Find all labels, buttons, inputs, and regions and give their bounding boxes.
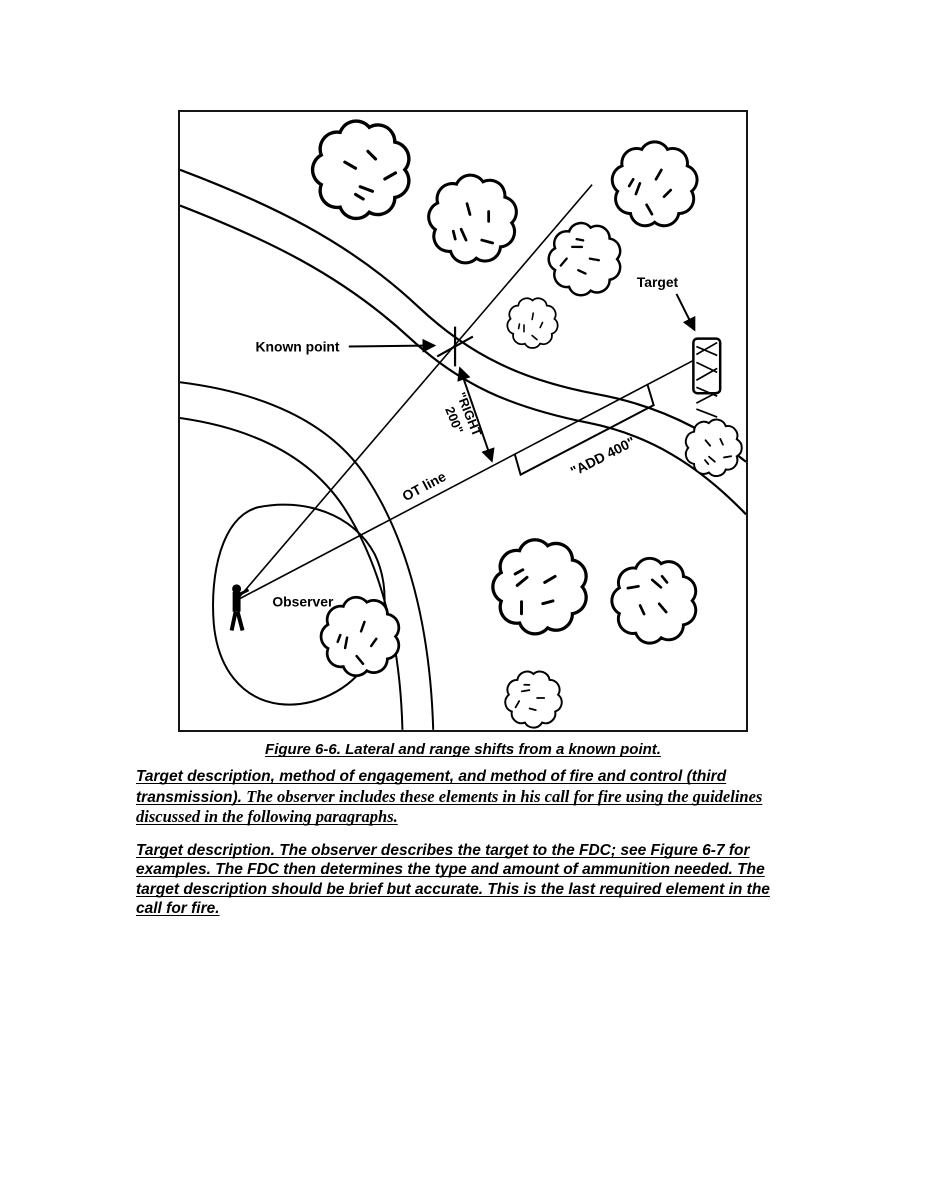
add-400-bracket [513, 384, 655, 477]
observer-target-ot-line [239, 359, 694, 600]
ot-line-label: OT line [399, 468, 448, 504]
tree [494, 659, 574, 730]
target-arrow [675, 293, 696, 332]
known-point-arrow [348, 338, 437, 353]
diagram-svg: Known point Target Observer OT line "RIG… [180, 119, 746, 730]
observer-label: Observer [272, 594, 334, 610]
stream-line-inner [180, 417, 404, 730]
right-200-arrow [457, 366, 495, 463]
paragraph-third-transmission: Target description, method of engagement… [136, 767, 794, 828]
figure-caption: Figure 6-6. Lateral and range shifts fro… [265, 741, 661, 758]
paragraph-target-description: Target description. The observer describ… [136, 841, 770, 918]
tree [310, 119, 411, 221]
observer-figure [229, 584, 250, 632]
known-point-marker [436, 326, 474, 367]
road-edge-upper [180, 168, 746, 463]
tree [600, 545, 711, 657]
paragraph-third-transmission-serif: The observer includes these elements in … [136, 786, 763, 827]
right-200-label: "RIGHT 200" [442, 390, 485, 439]
figure-6-6-diagram: Known point Target Observer OT line "RIG… [178, 110, 748, 732]
tree [610, 140, 699, 228]
tree [538, 211, 634, 307]
tree [675, 410, 746, 485]
target-symbol [692, 337, 722, 418]
tree [408, 155, 536, 283]
body-text: Target description, method of engagement… [136, 767, 794, 932]
tree [499, 289, 566, 356]
known-point-label: Known point [255, 338, 339, 354]
paragraph-third-transmission-lead: Target description, method of engagement… [136, 768, 727, 806]
tree [475, 520, 607, 652]
stream-line-outer [180, 381, 435, 730]
observer-knownpoint-line [238, 184, 593, 598]
add-400-label: "ADD 400" [568, 433, 638, 479]
target-label: Target [637, 274, 679, 290]
